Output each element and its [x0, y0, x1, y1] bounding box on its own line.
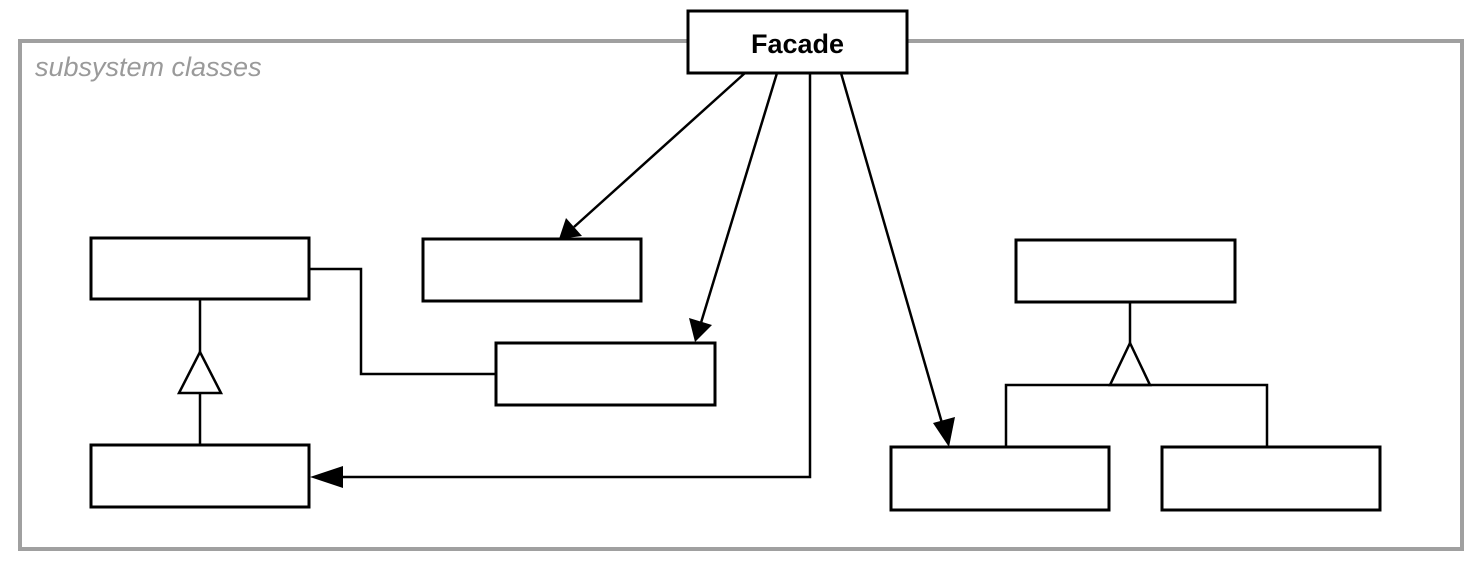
facade-arrowhead-3 — [310, 466, 343, 488]
facade-arrow-line-2 — [698, 72, 779, 327]
class-box-right-bottom-right — [1160, 445, 1382, 512]
class-box-left-top — [89, 236, 311, 301]
facade-class-box — [686, 9, 909, 75]
facade-arrow-line-3 — [330, 73, 812, 479]
class-box-left-bottom — [89, 443, 311, 509]
inheritance-branch-right — [1004, 383, 1269, 447]
facade-arrow-line-1 — [573, 72, 746, 228]
class-box-right-bottom-left — [889, 445, 1111, 512]
class-box-right-top — [1014, 238, 1237, 304]
inheritance-triangle-left — [176, 349, 224, 395]
facade-arrowhead-2 — [689, 318, 712, 342]
facade-arrowhead-4 — [933, 417, 955, 447]
inheritance-triangle-right — [1108, 340, 1152, 387]
subsystem-label: subsystem classes — [35, 52, 262, 82]
facade-class-label: Facade — [751, 29, 844, 59]
class-box-center-middle — [494, 341, 717, 407]
facade-arrow-line-4 — [839, 72, 946, 431]
facade-arrowhead-1 — [559, 218, 582, 239]
association-line — [309, 267, 496, 376]
class-box-center-top — [421, 237, 643, 303]
